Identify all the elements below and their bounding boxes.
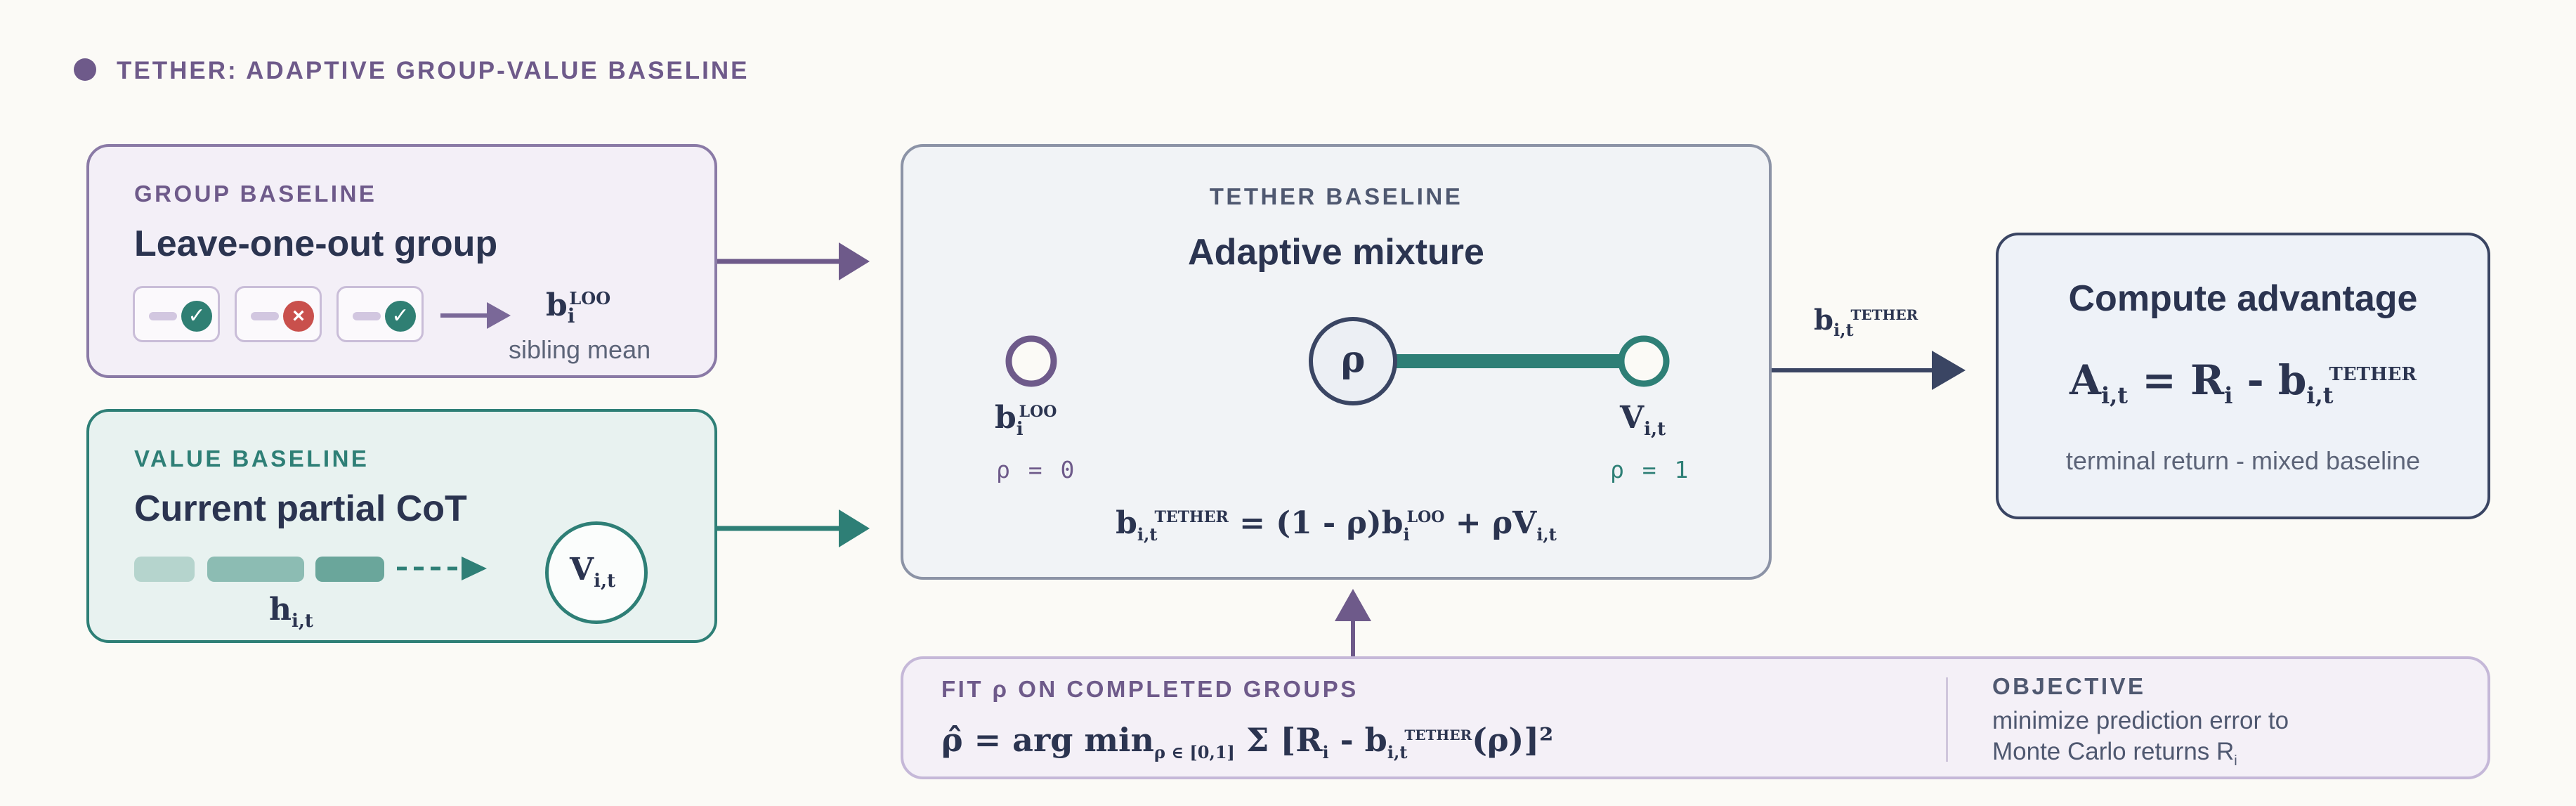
tether-formula: bi,tTETHER = (1 - ρ)biLOO + ρVi,t	[1116, 505, 1557, 545]
value-symbol: Vi,t	[570, 552, 616, 592]
cot-token-2	[207, 557, 304, 582]
objective-line-1: minimize prediction error to	[1992, 707, 2289, 734]
arrow-group-to-tether	[717, 242, 870, 280]
cot-token-1	[134, 557, 195, 582]
slider-left-endpoint	[1005, 335, 1057, 387]
header-bullet	[74, 58, 96, 81]
tether-baseline-title: Adaptive mixture	[1188, 232, 1484, 273]
sibling-chip-3: ✓	[336, 286, 424, 342]
check-icon: ✓	[181, 301, 212, 332]
tether-baseline-label: TETHER BASELINE	[1209, 183, 1463, 209]
group-baseline-panel: GROUP BASELINE Leave-one-out group ✓ × ✓…	[86, 144, 717, 378]
header-title: TETHER: ADAPTIVE GROUP-VALUE BASELINE	[117, 57, 750, 84]
sibling-chip-2: ×	[235, 286, 322, 342]
advantage-caption: terminal return - mixed baseline	[2065, 446, 2421, 475]
rho-knob-label: ρ	[1340, 338, 1366, 381]
check-icon: ✓	[385, 301, 416, 332]
dashed-arrow-icon	[397, 557, 487, 580]
rho-knob	[1309, 317, 1397, 405]
sibling-mean-note: sibling mean	[509, 335, 651, 364]
advantage-panel: Compute advantage Ai,t = Ri - bi,tTETHER…	[1996, 233, 2490, 519]
fit-rho-panel: FIT ρ ON COMPLETED GROUPS ρ̂ = arg minρ …	[901, 656, 2490, 779]
tether-output-label: bi,tTETHER	[1814, 304, 1918, 340]
group-baseline-label: GROUP BASELINE	[134, 181, 377, 207]
cross-icon: ×	[283, 301, 314, 332]
objective-line-2: Monte Carlo returns Ri	[1992, 738, 2237, 769]
tether-baseline-panel: TETHER BASELINE Adaptive mixture ρ biLOO…	[901, 144, 1772, 580]
value-baseline-panel: VALUE BASELINE Current partial CoT hi,t …	[86, 409, 717, 643]
arrow-value-to-tether	[717, 509, 870, 547]
advantage-title: Compute advantage	[2068, 278, 2418, 319]
arrow-right-icon	[440, 302, 511, 329]
fit-rho-label: FIT ρ ON COMPLETED GROUPS	[941, 676, 1359, 702]
value-baseline-label: VALUE BASELINE	[134, 446, 370, 472]
slider-right-endpoint	[1618, 335, 1670, 387]
advantage-formula: Ai,t = Ri - bi,tTETHER	[2069, 356, 2417, 409]
mixture-slider	[1005, 317, 1670, 405]
objective-label: OBJECTIVE	[1992, 673, 2146, 699]
loo-baseline-symbol: biLOO	[546, 287, 611, 327]
hidden-state-symbol: hi,t	[269, 592, 313, 632]
value-node: Vi,t	[545, 521, 648, 624]
arrow-fit-to-tether	[1335, 589, 1371, 656]
value-baseline-title: Current partial CoT	[134, 488, 467, 529]
group-baseline-title: Leave-one-out group	[134, 223, 498, 264]
left-endpoint-rho: ρ = 0	[996, 456, 1077, 483]
right-endpoint-symbol: Vi,t	[1620, 400, 1666, 440]
right-endpoint-rho: ρ = 1	[1610, 456, 1691, 483]
arrow-tether-to-advantage	[1772, 351, 1966, 390]
left-endpoint-symbol: biLOO	[995, 400, 1057, 440]
fit-divider	[1946, 677, 1948, 762]
fit-rho-formula: ρ̂ = arg minρ ∈ [0,1] Σ [Ri - bi,tTETHER…	[941, 721, 1554, 763]
sibling-chip-1: ✓	[133, 286, 220, 342]
cot-token-3	[315, 557, 384, 582]
